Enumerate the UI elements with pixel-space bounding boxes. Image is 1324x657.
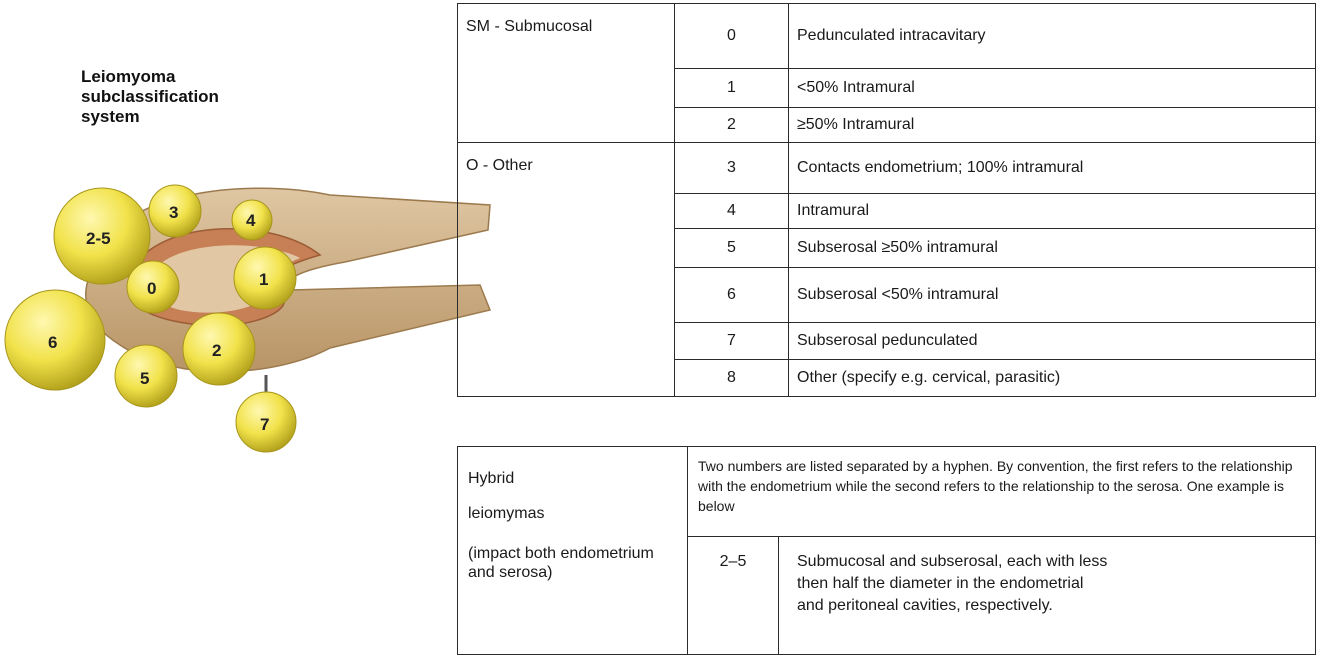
hybrid-example-line: then half the diameter in the endometria… (797, 573, 1315, 595)
figure-title: Leiomyoma subclassification system (81, 67, 301, 127)
svg-text:3: 3 (169, 203, 178, 222)
svg-text:2-5: 2-5 (86, 229, 111, 248)
figure-title-line: subclassification (81, 87, 301, 107)
table-row: O - Other 3 Contacts endometrium; 100% i… (458, 143, 1316, 194)
figure-title-line: Leiomyoma (81, 67, 301, 87)
hybrid-description: Two numbers are listed separated by a hy… (688, 447, 1315, 537)
type-cell: 8 (675, 360, 789, 397)
hybrid-example-description: Submucosal and subserosal, each with les… (779, 537, 1315, 654)
type-cell: 7 (675, 323, 789, 360)
fibroid-2: 2 (183, 313, 255, 385)
hybrid-table: Hybrid leiomymas (impact both endometriu… (457, 446, 1316, 655)
hybrid-label-cell: Hybrid leiomymas (impact both endometriu… (458, 447, 688, 654)
svg-text:4: 4 (246, 211, 256, 230)
hybrid-example-line: and peritoneal cavities, respectively. (797, 595, 1315, 617)
description-cell: Pedunculated intracavitary (789, 4, 1316, 69)
type-cell: 1 (675, 69, 789, 108)
description-cell: Intramural (789, 194, 1316, 229)
type-cell: 0 (675, 4, 789, 69)
hybrid-label: Hybrid (468, 469, 514, 488)
fibroid-4: 4 (232, 200, 272, 240)
svg-text:1: 1 (259, 270, 268, 289)
svg-text:0: 0 (147, 279, 156, 298)
type-cell: 3 (675, 143, 789, 194)
uterus-fibroid-diagram: 2-5 3 4 0 1 6 2 5 7 (0, 170, 500, 470)
description-cell: ≥50% Intramural (789, 108, 1316, 143)
fibroid-5: 5 (115, 345, 177, 407)
hybrid-example-type: 2–5 (688, 537, 779, 654)
table-row: SM - Submucosal 0 Pedunculated intracavi… (458, 4, 1316, 69)
svg-text:5: 5 (140, 369, 149, 388)
type-cell: 5 (675, 229, 789, 268)
fibroid-1: 1 (234, 247, 296, 309)
description-cell: Subserosal ≥50% intramural (789, 229, 1316, 268)
category-cell: O - Other (458, 143, 675, 397)
hybrid-example-line: Submucosal and subserosal, each with les… (797, 551, 1315, 573)
hybrid-label: leiomymas (468, 504, 544, 523)
figure-title-line: system (81, 107, 301, 127)
type-cell: 6 (675, 268, 789, 323)
classification-table: SM - Submucosal 0 Pedunculated intracavi… (457, 3, 1316, 397)
fibroid-7: 7 (236, 392, 296, 452)
type-cell: 4 (675, 194, 789, 229)
category-cell: SM - Submucosal (458, 4, 675, 143)
hybrid-note: (impact both endometrium and serosa) (468, 544, 668, 582)
svg-text:2: 2 (212, 341, 221, 360)
fibroid-3: 3 (149, 185, 201, 237)
svg-text:7: 7 (260, 415, 269, 434)
description-cell: Other (specify e.g. cervical, parasitic) (789, 360, 1316, 397)
fibroid-0: 0 (127, 261, 179, 313)
type-cell: 2 (675, 108, 789, 143)
description-cell: Contacts endometrium; 100% intramural (789, 143, 1316, 194)
description-cell: Subserosal <50% intramural (789, 268, 1316, 323)
svg-text:6: 6 (48, 333, 57, 352)
fibroid-6: 6 (5, 290, 105, 390)
description-cell: <50% Intramural (789, 69, 1316, 108)
description-cell: Subserosal pedunculated (789, 323, 1316, 360)
